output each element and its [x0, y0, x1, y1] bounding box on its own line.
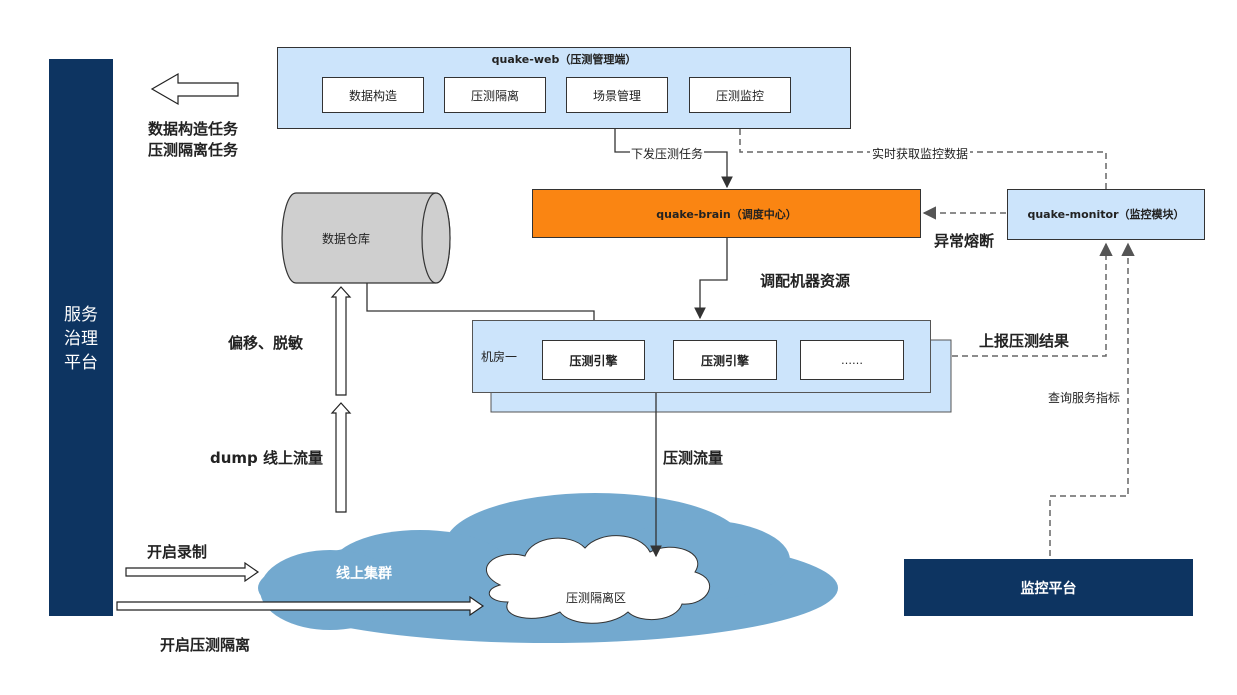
module-stress-monitor-label: 压测监控 [715, 88, 764, 103]
left-hollow-arrow [150, 72, 239, 106]
stress-engine-2-label: 压测引擎 [700, 353, 749, 368]
isolation-task-label: 压测隔离任务 [148, 141, 239, 159]
module-stress-isolation[interactable]: 压测隔离 [444, 77, 546, 113]
stress-engine-1: 压测引擎 [542, 340, 645, 380]
quake-brain-box: quake-brain（调度中心） [532, 189, 921, 238]
query-metrics-label: 查询服务指标 [1047, 389, 1122, 406]
monitoring-platform-label: 监控平台 [1020, 580, 1077, 597]
allocate-resources-label: 调配机器资源 [760, 272, 851, 290]
module-scene-management-label: 场景管理 [592, 88, 641, 103]
isolation-zone-cloud [486, 535, 711, 624]
offset-desensitize-label: 偏移、脱敏 [228, 334, 304, 352]
quake-web-panel: quake-web（压测管理端） 数据构造 压测隔离 场景管理 压测监控 [277, 47, 851, 129]
module-stress-monitor[interactable]: 压测监控 [689, 77, 791, 113]
report-results-label: 上报压测结果 [979, 332, 1070, 350]
circuit-break-label: 异常熔断 [934, 232, 995, 250]
up-hollow-arrow-top [330, 286, 352, 396]
dump-traffic-label: dump 线上流量 [210, 449, 324, 467]
stress-engine-1-label: 压测引擎 [569, 353, 618, 368]
realtime-monitor-label: 实时获取监控数据 [870, 145, 971, 162]
module-data-construct[interactable]: 数据构造 [322, 77, 424, 113]
isolation-zone-label: 压测隔离区 [566, 591, 627, 605]
warehouse-label: 数据仓库 [322, 232, 371, 246]
monitoring-platform-box: 监控平台 [904, 559, 1193, 616]
module-data-construct-label: 数据构造 [348, 88, 397, 103]
stress-traffic-label: 压测流量 [663, 449, 724, 467]
quake-monitor-box: quake-monitor（监控模块） [1007, 189, 1205, 240]
module-scene-management[interactable]: 场景管理 [566, 77, 668, 113]
stress-engine-2: 压测引擎 [673, 340, 777, 380]
up-hollow-arrow-bottom [330, 402, 352, 513]
module-stress-isolation-label: 压测隔离 [470, 88, 519, 103]
dispatch-task-label: 下发压测任务 [630, 145, 705, 162]
quake-monitor-label: quake-monitor（监控模块） [1027, 207, 1185, 221]
machine-room-panel: 机房一 压测引擎 压测引擎 …… [472, 320, 931, 393]
stress-engine-more-label: …… [841, 353, 863, 367]
service-governance-label: 服务 治理 平台 [64, 305, 98, 373]
stress-engine-more: …… [800, 340, 904, 380]
service-governance-platform: 服务 治理 平台 [49, 59, 113, 616]
quake-brain-label: quake-brain（调度中心） [656, 207, 797, 221]
data-construct-task-label: 数据构造任务 [148, 120, 239, 138]
warehouse-cylinder [281, 192, 451, 284]
start-recording-label: 开启录制 [147, 543, 208, 561]
start-isolation-label: 开启压测隔离 [160, 636, 251, 654]
online-cluster-label: 线上集群 [336, 566, 392, 582]
allocate-resources-connector [694, 238, 728, 320]
machine-room-label: 机房一 [481, 350, 518, 364]
report-results-connector [952, 242, 1113, 357]
quake-web-title: quake-web（压测管理端） [491, 53, 637, 66]
right-hollow-arrow-record [125, 561, 260, 583]
query-metrics-connector [1049, 242, 1135, 556]
right-hollow-arrow-isolation [116, 595, 485, 617]
